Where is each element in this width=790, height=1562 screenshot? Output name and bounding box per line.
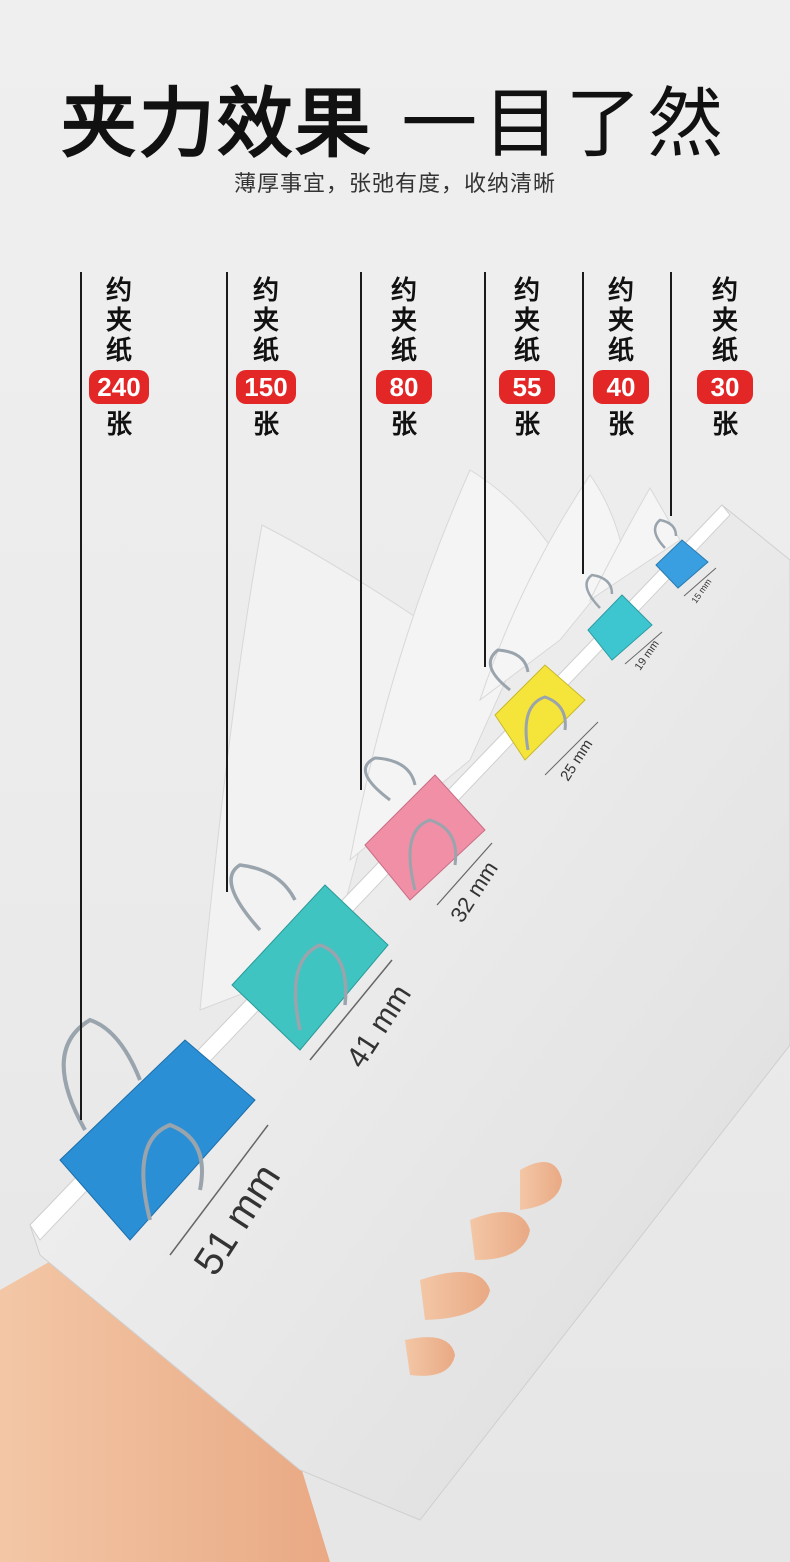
label-char: 纸	[607, 336, 634, 366]
label-char: 张	[390, 410, 417, 440]
count-badge: 150	[236, 370, 296, 404]
paper-fan-sheet	[199, 524, 421, 1011]
finger	[420, 1272, 490, 1320]
binder-clip-15mm	[653, 518, 709, 589]
binder-clip-32mm	[364, 756, 486, 901]
count-badge: 30	[697, 370, 753, 404]
label-char: 约	[607, 276, 634, 306]
leader-line	[226, 272, 228, 892]
label-char: 纸	[252, 336, 279, 366]
label-char: 夹	[105, 306, 132, 336]
capacity-label-80: 约 夹 纸 80 张	[369, 276, 439, 440]
label-char: 纸	[390, 336, 417, 366]
binder-clip-25mm	[488, 648, 586, 761]
count-badge: 80	[376, 370, 432, 404]
leader-line	[484, 272, 486, 667]
finger	[405, 1337, 455, 1376]
count-badge: 55	[499, 370, 555, 404]
binder-clip-51mm	[59, 1017, 256, 1241]
page-title: 夹力效果 一目了然	[0, 62, 790, 172]
page-title-light: 一目了然	[401, 79, 730, 168]
label-char: 张	[607, 410, 634, 440]
page-title-bold: 夹力效果	[60, 79, 373, 168]
count-badge: 40	[593, 370, 649, 404]
label-char: 约	[711, 276, 738, 306]
label-char: 约	[105, 276, 132, 306]
label-char: 夹	[252, 306, 279, 336]
capacity-label-240: 约 夹 纸 240 张	[84, 276, 154, 440]
paper-stack	[29, 504, 790, 1521]
label-char: 夹	[711, 306, 738, 336]
label-char: 夹	[513, 306, 540, 336]
label-char: 约	[513, 276, 540, 306]
label-char: 纸	[105, 336, 132, 366]
binder-clip-19mm	[585, 573, 653, 661]
paper-fan-sheet	[479, 474, 626, 702]
label-char: 夹	[607, 306, 634, 336]
leader-line	[80, 272, 82, 1120]
page-subtitle: 薄厚事宜，张弛有度，收纳清晰	[233, 172, 556, 197]
label-char: 纸	[513, 336, 540, 366]
paper-fan-sheet	[588, 486, 681, 602]
capacity-label-150: 约 夹 纸 150 张	[231, 276, 301, 440]
label-char: 张	[711, 410, 738, 440]
label-char: 张	[252, 410, 279, 440]
capacity-label-30: 约 夹 纸 30 张	[690, 276, 760, 440]
label-char: 张	[513, 410, 540, 440]
capacity-label-40: 约 夹 纸 40 张	[586, 276, 656, 440]
finger	[470, 1212, 530, 1260]
count-badge: 240	[89, 370, 149, 404]
label-char: 纸	[711, 336, 738, 366]
label-char: 约	[390, 276, 417, 306]
leader-line	[582, 272, 584, 574]
label-char: 约	[252, 276, 279, 306]
leader-line	[670, 272, 672, 516]
label-char: 夹	[390, 306, 417, 336]
capacity-label-55: 约 夹 纸 55 张	[492, 276, 562, 440]
leader-line	[360, 272, 362, 790]
finger	[520, 1162, 562, 1210]
binder-clip-41mm	[229, 863, 389, 1051]
label-char: 张	[105, 410, 132, 440]
paper-fan-sheet	[349, 469, 561, 862]
